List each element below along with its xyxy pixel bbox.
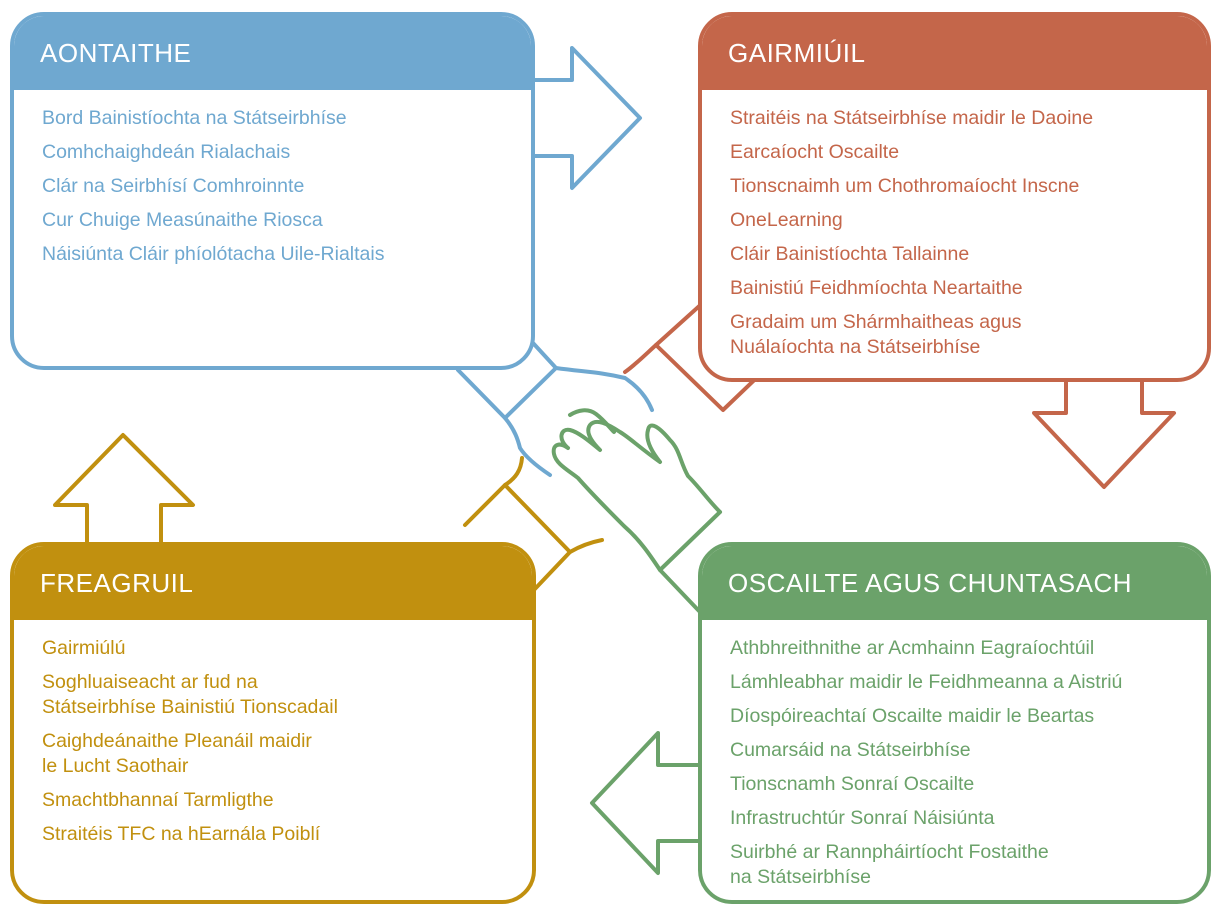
box-oscailte-title: OSCAILTE AGUS CHUNTASACH [702, 546, 1207, 620]
list-item: Athbhreithnithe ar Acmhainn Eagraíochtúi… [730, 637, 1095, 659]
arrow-down-icon [1032, 378, 1176, 489]
list-item: OneLearning [730, 209, 843, 231]
list-item: Soghluaiseacht ar fud na Státseirbhíse B… [42, 671, 338, 718]
list-item: Cláir Bainistíochta Tallainne [730, 243, 970, 265]
list-item: Gairmiúlú [42, 637, 126, 659]
list-item: Earcaíocht Oscailte [730, 141, 900, 163]
list-item: Caighdeánaithe Pleanáil maidir le Lucht … [42, 730, 312, 777]
arrow-left-icon [590, 731, 705, 875]
box-oscailte: OSCAILTE AGUS CHUNTASACH Athbhreithnithe… [698, 542, 1211, 904]
box-gairmiuil-list: Straitéis na Státseirbhíse maidir le Dao… [702, 90, 1207, 360]
arrow-up-icon [53, 433, 195, 552]
box-gairmiuil: GAIRMIÚIL Straitéis na Státseirbhíse mai… [698, 12, 1211, 382]
list-item: Bord Bainistíochta na Státseirbhíse [42, 107, 347, 129]
hand-green-icon [551, 408, 722, 614]
list-item: Clár na Seirbhísí Comhroinnte [42, 175, 305, 197]
hand-gold-icon [463, 456, 604, 594]
list-item: Lámhleabhar maidir le Feidhmeanna a Aist… [730, 671, 1123, 693]
list-item: Smachtbhannaí Tarmligthe [42, 789, 274, 811]
list-item: Comhchaighdeán Rialachais [42, 141, 291, 163]
list-item: Díospóireachtaí Oscailte maidir le Beart… [730, 705, 1095, 727]
list-item: Straitéis na Státseirbhíse maidir le Dao… [730, 107, 1094, 129]
list-item: Cumarsáid na Státseirbhíse [730, 739, 971, 761]
list-item: Straitéis TFC na hEarnála Poiblí [42, 823, 321, 845]
list-item: Gradaim um Shármhaitheas agus Nuálaíocht… [730, 311, 1022, 358]
box-oscailte-list: Athbhreithnithe ar Acmhainn Eagraíochtúi… [702, 620, 1207, 890]
list-item: Suirbhé ar Rannpháirtíocht Fostaithe na … [730, 841, 1049, 888]
list-item: Náisiúnta Cláir phíolótacha Uile-Rialtai… [42, 243, 385, 265]
list-item: Cur Chuige Measúnaithe Riosca [42, 209, 323, 231]
box-aontaithe-list: Bord Bainistíochta na Státseirbhíse Comh… [14, 90, 531, 267]
list-item: Tionscnamh Sonraí Oscailte [730, 773, 975, 795]
box-aontaithe: AONTAITHE Bord Bainistíochta na Státseir… [10, 12, 535, 370]
arrow-right-icon [520, 46, 642, 190]
box-freagruil-list: Gairmiúlú Soghluaiseacht ar fud na Státs… [14, 620, 532, 847]
hand-red-icon [623, 298, 772, 412]
box-freagruil: FREAGRUIL Gairmiúlú Soghluaiseacht ar fu… [10, 542, 536, 904]
list-item: Tionscnaimh um Chothromaíocht Inscne [730, 175, 1080, 197]
box-aontaithe-title: AONTAITHE [14, 16, 531, 90]
box-freagruil-title: FREAGRUIL [14, 546, 532, 620]
list-item: Bainistiú Feidhmíochta Neartaithe [730, 277, 1023, 299]
list-item: Infrastruchtúr Sonraí Náisiúnta [730, 807, 995, 829]
box-gairmiuil-title: GAIRMIÚIL [702, 16, 1207, 90]
